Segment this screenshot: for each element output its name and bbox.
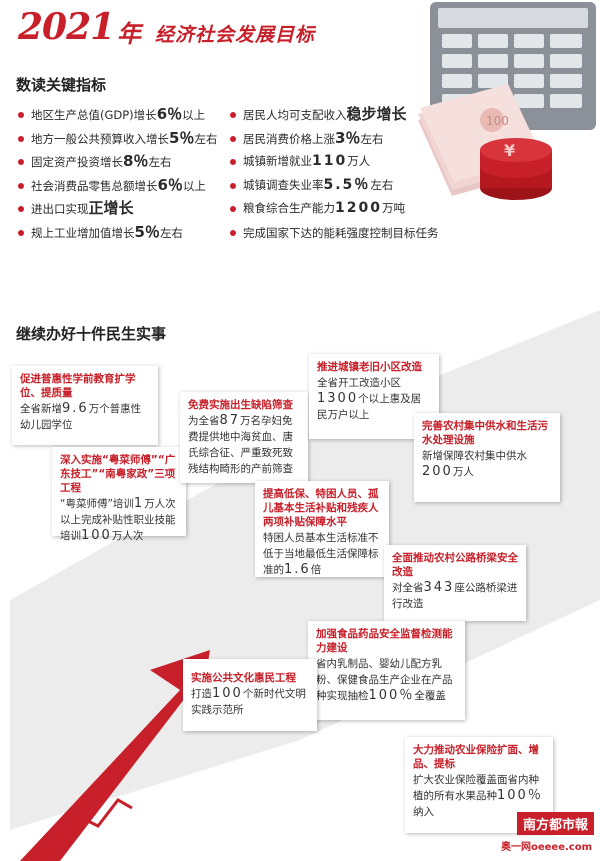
indicator-item: 城镇新增就业110万人 xyxy=(230,150,439,174)
project-card: 全面推动农村公路桥梁安全改造 对全省343座公路桥梁进行改造 xyxy=(384,545,526,621)
page-title: 经济社会发展目标 xyxy=(155,24,316,46)
projects-section-title: 继续办好十件民生实事 xyxy=(16,325,167,343)
project-card: 加强食品药品安全监督检测能力建设 省内乳制品、婴幼儿配方乳粉、保健食品生产企业在… xyxy=(308,621,465,720)
project-card: 深入实施“粤菜师傅”“广东技工”“南粤家政”三项工程 “粤菜师傅”培训1万人次以… xyxy=(52,447,186,543)
svg-text:¥: ¥ xyxy=(504,141,515,160)
coin-stack-icon: ¥ xyxy=(480,138,552,200)
svg-text:100: 100 xyxy=(486,114,509,128)
indicator-item: 粮食综合生产能力1200万吨 xyxy=(230,197,439,221)
project-card: 完善农村集中供水和生活污水处理设施 新增保障农村集中供水200万人 xyxy=(414,413,560,502)
indicator-item: 地方一般公共预算收入增长5％左右 xyxy=(18,127,217,151)
title-year: 2021 xyxy=(18,6,115,48)
indicator-item: 固定资产投资增长8％左右 xyxy=(18,150,217,174)
website-label: 奥一网oeeee.com xyxy=(500,842,592,853)
indicator-item: 完成国家下达的能耗强度控制目标任务 xyxy=(230,221,439,245)
project-card: 实施公共文化惠民工程 打造100个新时代文明实践示范所 xyxy=(183,659,317,731)
project-card: 免费实施出生缺陷筛查 为全省87万名孕妇免费提供地中海贫血、唐氏综合征、严重致死… xyxy=(180,392,308,483)
indicator-list-left: 地区生产总值(GDP)增长6％以上 地方一般公共预算收入增长5％左右 固定资产投… xyxy=(18,103,217,244)
indicator-list-right: 居民人均可支配收入稳步增长 居民消费价格上涨3％左右 城镇新增就业110万人 城… xyxy=(230,103,439,244)
indicators-section-title: 数读关键指标 xyxy=(16,76,107,94)
trend-line-icon xyxy=(27,798,133,857)
indicator-item: 社会消费品零售总额增长6％以上 xyxy=(18,174,217,198)
indicator-item: 规上工业增加值增长5％左右 xyxy=(18,221,217,245)
title-year-suffix: 年 xyxy=(117,19,141,48)
indicator-item: 地区生产总值(GDP)增长6％以上 xyxy=(18,103,217,127)
indicator-item: 城镇调查失业率5.5％左右 xyxy=(230,174,439,198)
indicator-item: 居民消费价格上涨3％左右 xyxy=(230,127,439,151)
project-card: 提高低保、特困人员、孤儿基本生活补贴和残疾人两项补贴保障水平 特困人员基本生活标… xyxy=(255,481,389,577)
indicator-item: 进出口实现正增长 xyxy=(18,197,217,221)
newspaper-logo: 南方都市報 xyxy=(516,812,594,835)
project-card: 促进普惠性学前教育扩学位、提质量 全省新增9.6万个普惠性幼儿园学位 xyxy=(12,366,158,445)
indicator-item: 居民人均可支配收入稳步增长 xyxy=(230,103,439,127)
calculator-money-illustration: 100 ¥ xyxy=(418,2,596,200)
